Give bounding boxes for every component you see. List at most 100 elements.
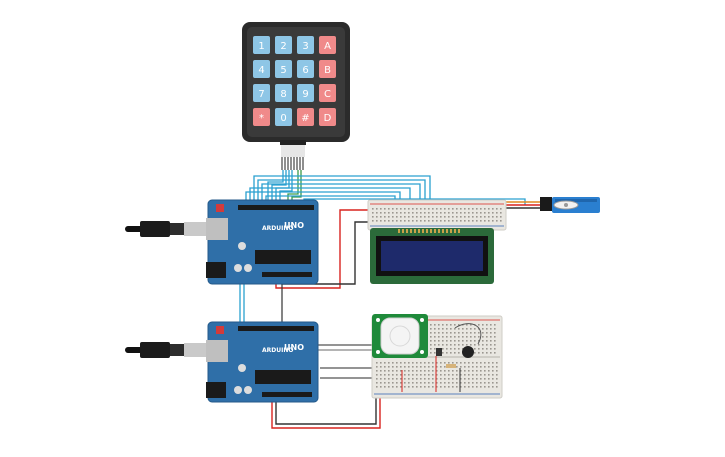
- keypad-key[interactable]: 3: [297, 36, 314, 54]
- breadboard-hole: [436, 386, 438, 388]
- breadboard-hole: [472, 378, 474, 380]
- breadboard-hole: [458, 348, 460, 350]
- keypad-key-cap[interactable]: [253, 84, 270, 102]
- breadboard-hole: [388, 382, 390, 384]
- keypad-key-label: 4: [258, 65, 264, 76]
- breadboard-hole: [396, 366, 398, 368]
- breadboard-hole: [444, 386, 446, 388]
- keypad-key-cap[interactable]: [297, 36, 314, 54]
- keypad-key-cap[interactable]: [275, 36, 292, 54]
- breadboard-hole: [452, 386, 454, 388]
- breadboard-hole: [416, 366, 418, 368]
- keypad-key[interactable]: 2: [275, 36, 292, 54]
- breadboard-hole: [446, 348, 448, 350]
- reset-button-icon[interactable]: [216, 326, 224, 334]
- keypad-key-cap[interactable]: [297, 84, 314, 102]
- breadboard-hole: [430, 328, 432, 330]
- breadboard-hole: [500, 212, 502, 214]
- lcd-pin: [430, 229, 432, 233]
- keypad-key-cap[interactable]: [253, 36, 270, 54]
- arduino-bottom-brand: ARDUINO: [262, 347, 293, 354]
- keypad-key[interactable]: #: [297, 108, 314, 126]
- breadboard-hole: [458, 336, 460, 338]
- keypad-key-cap[interactable]: [275, 84, 292, 102]
- lcd-pin: [410, 229, 412, 233]
- breadboard-hole: [490, 340, 492, 342]
- keypad-key-cap[interactable]: [319, 36, 336, 54]
- keypad-key-cap[interactable]: [319, 108, 336, 126]
- breadboard-hole: [476, 216, 478, 218]
- arduino-top-brand: ARDUINO: [262, 225, 293, 232]
- breadboard-hole: [464, 216, 466, 218]
- breadboard-hole: [486, 352, 488, 354]
- keypad-key[interactable]: 1: [253, 36, 270, 54]
- lcd-pin: [442, 229, 444, 233]
- keypad-key[interactable]: 8: [275, 84, 292, 102]
- breadboard-hole: [500, 208, 502, 210]
- breadboard-hole: [400, 208, 402, 210]
- keypad-key-cap[interactable]: [253, 108, 270, 126]
- keypad-key[interactable]: 4: [253, 60, 270, 78]
- keypad-key[interactable]: 0: [275, 108, 292, 126]
- breadboard-hole: [450, 336, 452, 338]
- push-button[interactable]: [436, 348, 442, 356]
- breadboard-hole: [486, 340, 488, 342]
- keypad-key[interactable]: C: [319, 84, 336, 102]
- keypad-key-cap[interactable]: [297, 108, 314, 126]
- keypad-key-label: 0: [280, 113, 286, 124]
- breadboard-hole: [430, 348, 432, 350]
- keypad-key[interactable]: 9: [297, 84, 314, 102]
- breadboard-hole: [484, 220, 486, 222]
- breadboard-hole: [412, 382, 414, 384]
- keypad-key-cap[interactable]: [275, 60, 292, 78]
- breadboard-hole: [458, 352, 460, 354]
- breadboard-hole: [408, 362, 410, 364]
- breadboard-hole: [436, 370, 438, 372]
- breadboard-hole: [430, 336, 432, 338]
- breadboard-hole: [492, 386, 494, 388]
- breadboard-hole: [488, 362, 490, 364]
- keypad-key[interactable]: B: [319, 60, 336, 78]
- breadboard-hole: [480, 386, 482, 388]
- breadboard-hole: [408, 366, 410, 368]
- keypad-key[interactable]: 5: [275, 60, 292, 78]
- breadboard-hole: [464, 386, 466, 388]
- breadboard-hole: [392, 216, 394, 218]
- breadboard-hole: [488, 220, 490, 222]
- breadboard-hole: [472, 370, 474, 372]
- breadboard-hole: [480, 220, 482, 222]
- reset-button-icon[interactable]: [216, 204, 224, 212]
- keypad-key[interactable]: D: [319, 108, 336, 126]
- breadboard-hole: [462, 332, 464, 334]
- breadboard-hole: [380, 208, 382, 210]
- breadboard-hole: [492, 362, 494, 364]
- breadboard-hole: [468, 386, 470, 388]
- breadboard-hole: [408, 216, 410, 218]
- breadboard-hole: [494, 348, 496, 350]
- keypad-key-cap[interactable]: [297, 60, 314, 78]
- breadboard-hole: [496, 370, 498, 372]
- keypad-key-cap[interactable]: [275, 108, 292, 126]
- breadboard-hole: [440, 220, 442, 222]
- breadboard-hole: [480, 366, 482, 368]
- keypad-key[interactable]: 7: [253, 84, 270, 102]
- atmega-chip: [255, 250, 311, 264]
- breadboard-hole: [432, 366, 434, 368]
- capacitor: [234, 386, 242, 394]
- breadboard-hole: [454, 340, 456, 342]
- breadboard-hole: [440, 382, 442, 384]
- breadboard-hole: [396, 370, 398, 372]
- breadboard-hole: [424, 386, 426, 388]
- keypad-key-cap[interactable]: [319, 60, 336, 78]
- keypad-key-cap[interactable]: [319, 84, 336, 102]
- keypad-key[interactable]: *: [253, 108, 270, 126]
- keypad-key-cap[interactable]: [253, 60, 270, 78]
- keypad-key[interactable]: A: [319, 36, 336, 54]
- keypad-key-label: 1: [258, 41, 264, 52]
- keypad-key[interactable]: 6: [297, 60, 314, 78]
- buzzer: [462, 346, 474, 358]
- breadboard-hole: [464, 378, 466, 380]
- breadboard-hole: [380, 374, 382, 376]
